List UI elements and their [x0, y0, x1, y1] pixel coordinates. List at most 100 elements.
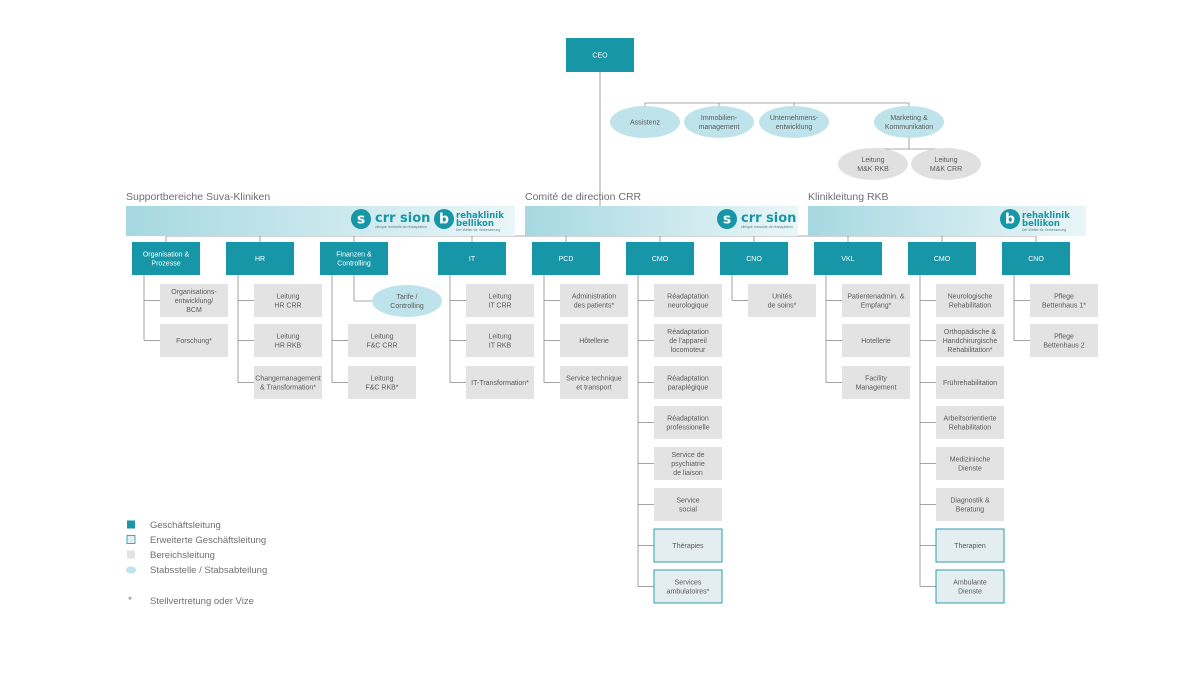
column-head-9-label: CMO [934, 256, 951, 263]
item-2-3-label: Changemanagement& Transformation* [255, 376, 320, 392]
legend-item: Bereichsleitung [127, 550, 215, 561]
column-head-7: CNO [720, 242, 788, 275]
svg-text:crr sion: crr sion [741, 211, 796, 226]
svg-text:clinique romande de réadaptati: clinique romande de réadaptation [375, 225, 427, 229]
staff-node-1: Assistenz [610, 106, 680, 138]
column-head-3: Finanzen &Controlling [320, 242, 388, 275]
column-head-6: CMO [626, 242, 694, 275]
item-9-3: Frührehabilitation [936, 366, 1004, 399]
column-head-6-label: CMO [652, 256, 669, 263]
item-5-2-label: Hôtellerie [579, 338, 609, 345]
footnote-label: Stellvertretung oder Vize [150, 596, 254, 607]
item-8-2: Hotellerie [842, 324, 910, 357]
legend-label: Geschäftsleitung [150, 520, 221, 531]
column-head-9: CMO [908, 242, 976, 275]
svg-text:crr sion: crr sion [375, 211, 430, 226]
footnote-mark: * [128, 595, 132, 606]
item-4-3-label: IT-Transformation* [471, 380, 529, 387]
legend-label: Stabsstelle / Stabsabteilung [150, 565, 267, 576]
svg-text:s: s [357, 212, 365, 228]
staff-tarife-controlling: Tarife /Controlling [372, 285, 442, 317]
staff-node-2: Immobilien-management [684, 106, 754, 138]
staff-node-4: Marketing &Kommunikation [874, 106, 944, 138]
legend-item: Geschäftsleitung [127, 520, 221, 531]
item-8-2-label: Hotellerie [861, 338, 891, 345]
item-9-6-label: Diagnostik &Beratung [950, 498, 990, 514]
section-title: Klinikleitung RKB [808, 191, 889, 203]
item-1-1: Organisations-entwicklung/BCM [160, 284, 228, 317]
item-2-3: Changemanagement& Transformation* [254, 366, 322, 399]
legend-item: Stabsstelle / Stabsabteilung [126, 565, 267, 576]
section-band-3 [808, 206, 1086, 236]
column-head-10-label: CNO [1028, 256, 1044, 263]
item-1-1-label: Organisations-entwicklung/BCM [171, 289, 217, 314]
svg-text:bellikon: bellikon [1022, 219, 1060, 229]
legend-label: Erweiterte Geschäftsleitung [150, 535, 266, 546]
item-1-2-label: Forschung* [176, 338, 212, 345]
column-head-1: Organisation &Prozesse [132, 242, 200, 275]
item-8-1: Patientenadmin. &Empfang* [842, 284, 910, 317]
svg-text:bellikon: bellikon [456, 219, 494, 229]
column-head-5: PCD [532, 242, 600, 275]
item-4-3: IT-Transformation* [466, 366, 534, 399]
ceo-box: CEO [566, 38, 634, 72]
staff-node-4-label: Marketing &Kommunikation [885, 115, 933, 131]
column-head-4: IT [438, 242, 506, 275]
item-8-1-label: Patientenadmin. &Empfang* [847, 294, 905, 310]
section-band-2 [525, 206, 798, 236]
svg-text:b: b [1005, 212, 1015, 228]
staff-node-1-label: Assistenz [630, 120, 660, 127]
item-5-2: Hôtellerie [560, 324, 628, 357]
staff-node-2-label: Immobilien-management [699, 115, 740, 131]
item-9-7: Therapien [935, 528, 1005, 563]
staff-tarife-controlling-label: Tarife /Controlling [390, 294, 424, 310]
column-head-4-label: IT [469, 256, 476, 263]
footnote: * Stellvertretung oder Vize [128, 595, 254, 607]
column-head-10: CNO [1002, 242, 1070, 275]
column-head-1-label: Organisation &Prozesse [143, 252, 190, 268]
